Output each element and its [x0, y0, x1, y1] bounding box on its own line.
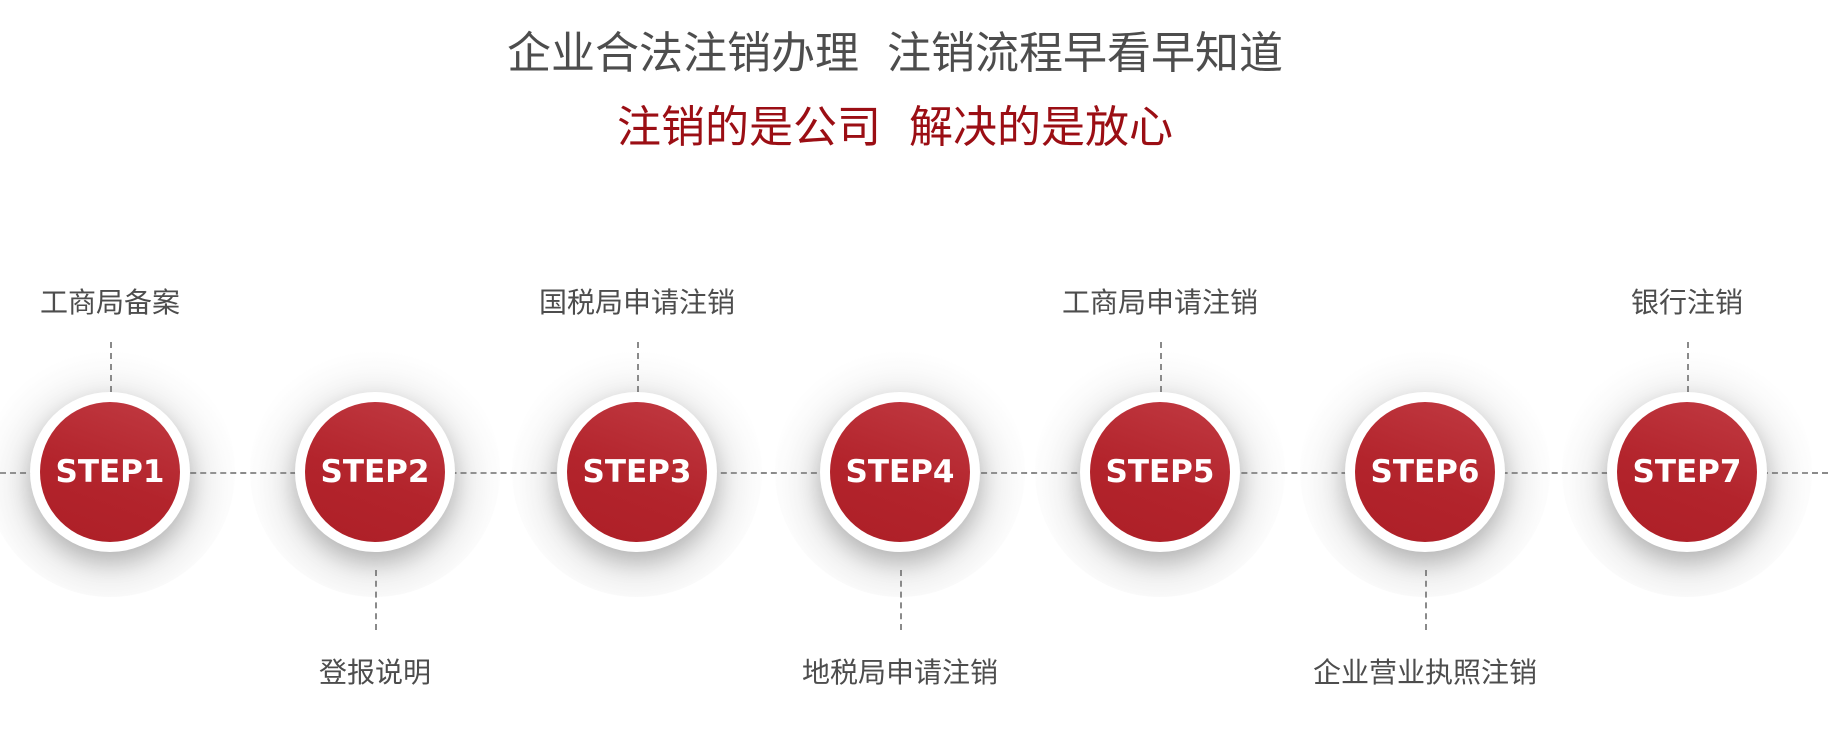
step-connector [1425, 570, 1427, 630]
step-badge: STEP3 [567, 402, 707, 542]
step-label: 登报说明 [318, 656, 431, 689]
page-subtitle: 注销的是公司 解决的是放心 [617, 102, 1173, 153]
step-badge: STEP1 [40, 402, 180, 542]
step-label: 地税局申请注销 [801, 656, 998, 689]
step-badge: STEP6 [1355, 402, 1495, 542]
step-label: 国税局申请注销 [538, 286, 735, 319]
page-title: 企业合法注销办理 注销流程早看早知道 [507, 28, 1283, 79]
step-connector [900, 570, 902, 630]
step-label: 工商局备案 [39, 286, 180, 319]
step-badge: STEP5 [1090, 402, 1230, 542]
step-connector [110, 342, 112, 392]
step-label: 工商局申请注销 [1061, 286, 1258, 319]
step-label: 企业营业执照注销 [1312, 656, 1537, 689]
step-connector [375, 570, 377, 630]
step-badge: STEP7 [1617, 402, 1757, 542]
step-badge: STEP2 [305, 402, 445, 542]
step-label: 银行注销 [1630, 286, 1743, 319]
step-connector [637, 342, 639, 392]
step-connector [1687, 342, 1689, 392]
step-badge: STEP4 [830, 402, 970, 542]
step-connector [1160, 342, 1162, 392]
